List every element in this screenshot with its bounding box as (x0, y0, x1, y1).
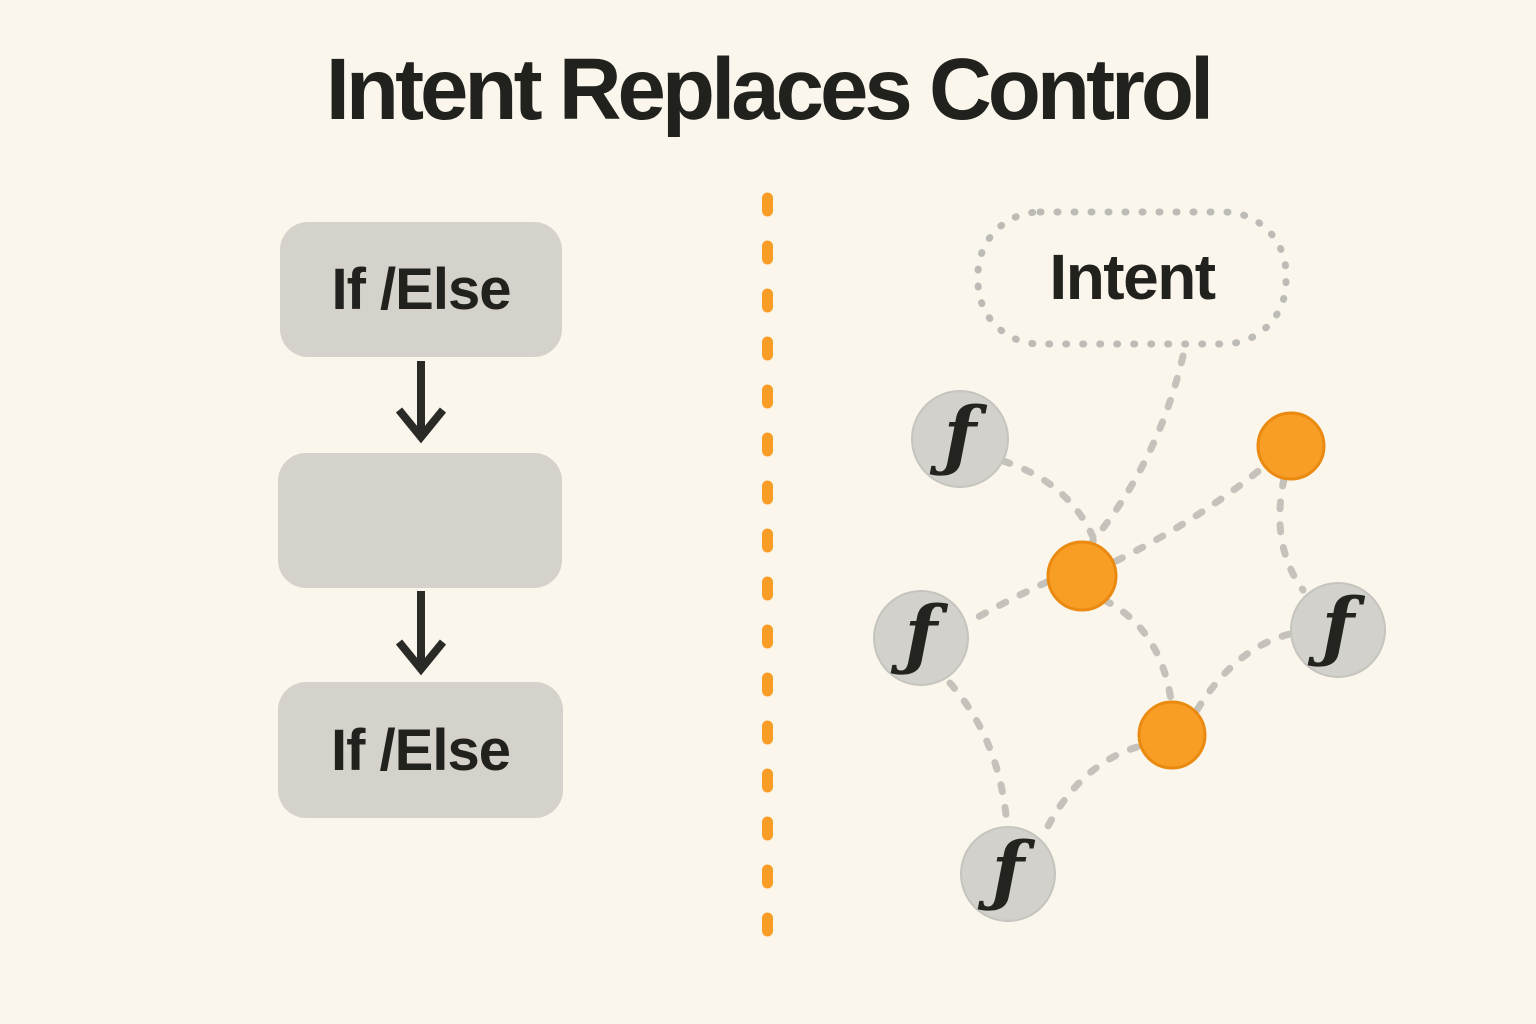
intent-bubble (974, 208, 1290, 348)
intent-bubble-tail (1088, 352, 1187, 546)
flowchart-box-if-else-top: If /Else (280, 222, 562, 357)
down-arrow-icon (395, 361, 447, 444)
arrow-head (395, 407, 447, 444)
flowchart-box-empty (278, 453, 562, 588)
arrow-head (395, 639, 447, 676)
network-edge (965, 578, 1051, 626)
agent-node (1137, 700, 1207, 770)
agent-node (1046, 540, 1118, 612)
function-node (960, 826, 1056, 922)
network-edge (1038, 743, 1141, 842)
network-edge (1100, 596, 1175, 704)
function-node (911, 390, 1009, 488)
flowchart-box-label: If /Else (331, 717, 511, 783)
network-edge (946, 679, 1011, 829)
network-edge (1112, 465, 1265, 565)
network-edge (999, 457, 1097, 541)
agent-node (1256, 411, 1326, 481)
function-node (873, 590, 969, 686)
diagram-title: Intent Replaces Control (325, 41, 1214, 138)
network-edge (1276, 475, 1307, 594)
network-edge (1193, 630, 1294, 714)
down-arrow-icon (395, 591, 447, 676)
flowchart-box-label: If /Else (331, 257, 512, 322)
function-node (1290, 582, 1386, 678)
flowchart-box-if-else-bottom: If /Else (278, 682, 563, 818)
intent-bubble-label: Intent (1049, 241, 1215, 313)
